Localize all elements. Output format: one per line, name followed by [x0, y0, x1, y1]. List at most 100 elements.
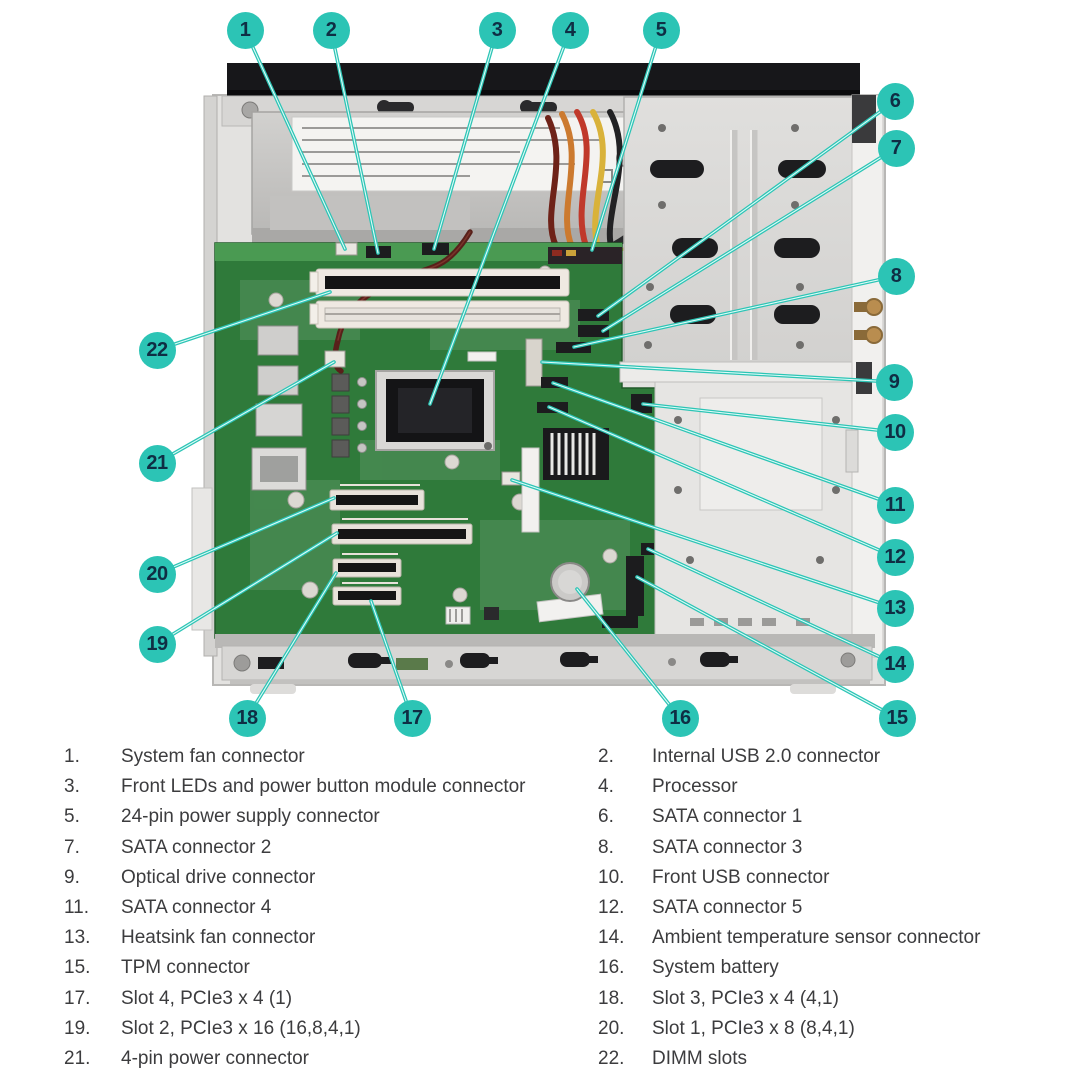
legend-number-20: 20. — [598, 1017, 625, 1039]
case-top-bar — [227, 63, 860, 97]
legend-label-13: Heatsink fan connector — [121, 927, 316, 949]
leader-line-7 — [601, 146, 898, 333]
callout-number: 14 — [884, 652, 906, 675]
leader-line-11 — [551, 381, 897, 507]
legend-label-19: Slot 2, PCIe3 x 16 (16,8,4,1) — [121, 1017, 361, 1039]
legend-label-9: Optical drive connector — [121, 866, 316, 888]
legend-label-2: Internal USB 2.0 connector — [652, 746, 881, 767]
callout-number: 6 — [889, 89, 901, 112]
legend-number-13: 13. — [64, 927, 91, 949]
leader-line-20 — [155, 496, 336, 576]
legend-label-6: SATA connector 1 — [652, 806, 803, 828]
legend-number-17: 17. — [64, 987, 91, 1009]
callout-3: 3 — [478, 11, 516, 49]
callout-10: 10 — [876, 413, 914, 451]
callout-number: 15 — [886, 706, 908, 729]
legend-number-3: 3. — [64, 776, 80, 798]
legend-label-8: SATA connector 3 — [652, 836, 803, 858]
legend-number-15: 15. — [64, 957, 91, 979]
legend-label-5: 24-pin power supply connector — [121, 806, 380, 828]
leader-line-5 — [590, 28, 663, 252]
leader-line-1 — [243, 28, 347, 251]
callout-18: 18 — [228, 699, 266, 737]
leader-line-21 — [155, 360, 336, 465]
callout-12: 12 — [876, 538, 914, 576]
legend-label-1: System fan connector — [121, 746, 305, 767]
legend-label-21: 4-pin power connector — [121, 1047, 309, 1069]
pcie-slot-1-x8 — [329, 489, 425, 511]
leader-line-15 — [635, 575, 899, 720]
legend-number-6: 6. — [598, 806, 614, 828]
leader-line-22 — [155, 290, 332, 352]
callout-number: 13 — [884, 596, 906, 619]
callout-number: 1 — [239, 18, 251, 41]
leader-line-14 — [646, 547, 897, 666]
legend-label-22: DIMM slots — [652, 1047, 747, 1069]
callout-number: 3 — [491, 18, 503, 41]
callout-number: 5 — [655, 18, 667, 41]
callout-17: 17 — [393, 699, 431, 737]
legend-label-7: SATA connector 2 — [121, 836, 272, 858]
legend-number-9: 9. — [64, 866, 80, 888]
callout-number: 19 — [146, 632, 168, 655]
legend-row: 17.Slot 4, PCIe3 x 4 (1)18.Slot 3, PCIe3… — [0, 984, 1080, 1014]
callout-16: 16 — [661, 699, 699, 737]
callout-number: 2 — [325, 18, 337, 41]
callout-number: 16 — [669, 706, 691, 729]
pcie-slot-4-x4 — [332, 586, 402, 606]
legend-label-20: Slot 1, PCIe3 x 8 (8,4,1) — [652, 1017, 855, 1039]
dimm-slots — [309, 268, 570, 329]
legend-number-22: 22. — [598, 1047, 625, 1069]
callout-number: 18 — [236, 706, 258, 729]
callout-2: 2 — [312, 11, 350, 49]
legend-number-10: 10. — [598, 866, 625, 888]
leader-line-4 — [428, 28, 572, 406]
callout-14: 14 — [876, 645, 914, 683]
rear-io-ports — [251, 325, 307, 491]
legend-row: 3.Front LEDs and power button module con… — [0, 772, 1080, 802]
legend-number-16: 16. — [598, 957, 625, 979]
callout-number: 21 — [146, 451, 168, 474]
leader-line-16 — [575, 587, 682, 720]
legend-number-1: 1. — [64, 746, 80, 767]
board-stickers — [467, 351, 604, 623]
leader-line-13 — [510, 478, 897, 610]
callout-number: 7 — [890, 136, 902, 159]
callout-number: 9 — [888, 370, 900, 393]
cage-screw-holes — [644, 124, 804, 349]
legend-number-4: 4. — [598, 776, 614, 798]
callout-number: 20 — [146, 562, 168, 585]
leader-line-17 — [369, 599, 414, 720]
vrm-chokes — [331, 373, 367, 458]
callout-number: 12 — [884, 545, 906, 568]
legend-number-12: 12. — [598, 896, 625, 918]
callout-number: 17 — [401, 706, 423, 729]
legend-number-18: 18. — [598, 987, 625, 1009]
pcie-slots — [329, 484, 473, 606]
leader-line-6 — [596, 99, 897, 318]
legend-label-17: Slot 4, PCIe3 x 4 (1) — [121, 987, 293, 1009]
bottom-rail-cutouts — [233, 652, 856, 672]
leader-line-12 — [547, 405, 897, 559]
callout-number: 11 — [884, 493, 906, 516]
chipset-heatsink — [543, 428, 609, 480]
legend-number-14: 14. — [598, 927, 625, 949]
legend-label-12: SATA connector 5 — [652, 896, 803, 918]
leader-line-2 — [329, 28, 380, 255]
leader-line-9 — [540, 360, 896, 384]
legend-row: 19.Slot 2, PCIe3 x 16 (16,8,4,1)20.Slot … — [0, 1014, 1080, 1044]
tpm-connector — [626, 556, 644, 616]
legend-label-16: System battery — [652, 957, 779, 979]
leader-line-18 — [245, 571, 338, 720]
legend-number-5: 5. — [64, 806, 80, 828]
callout-20: 20 — [138, 555, 176, 593]
